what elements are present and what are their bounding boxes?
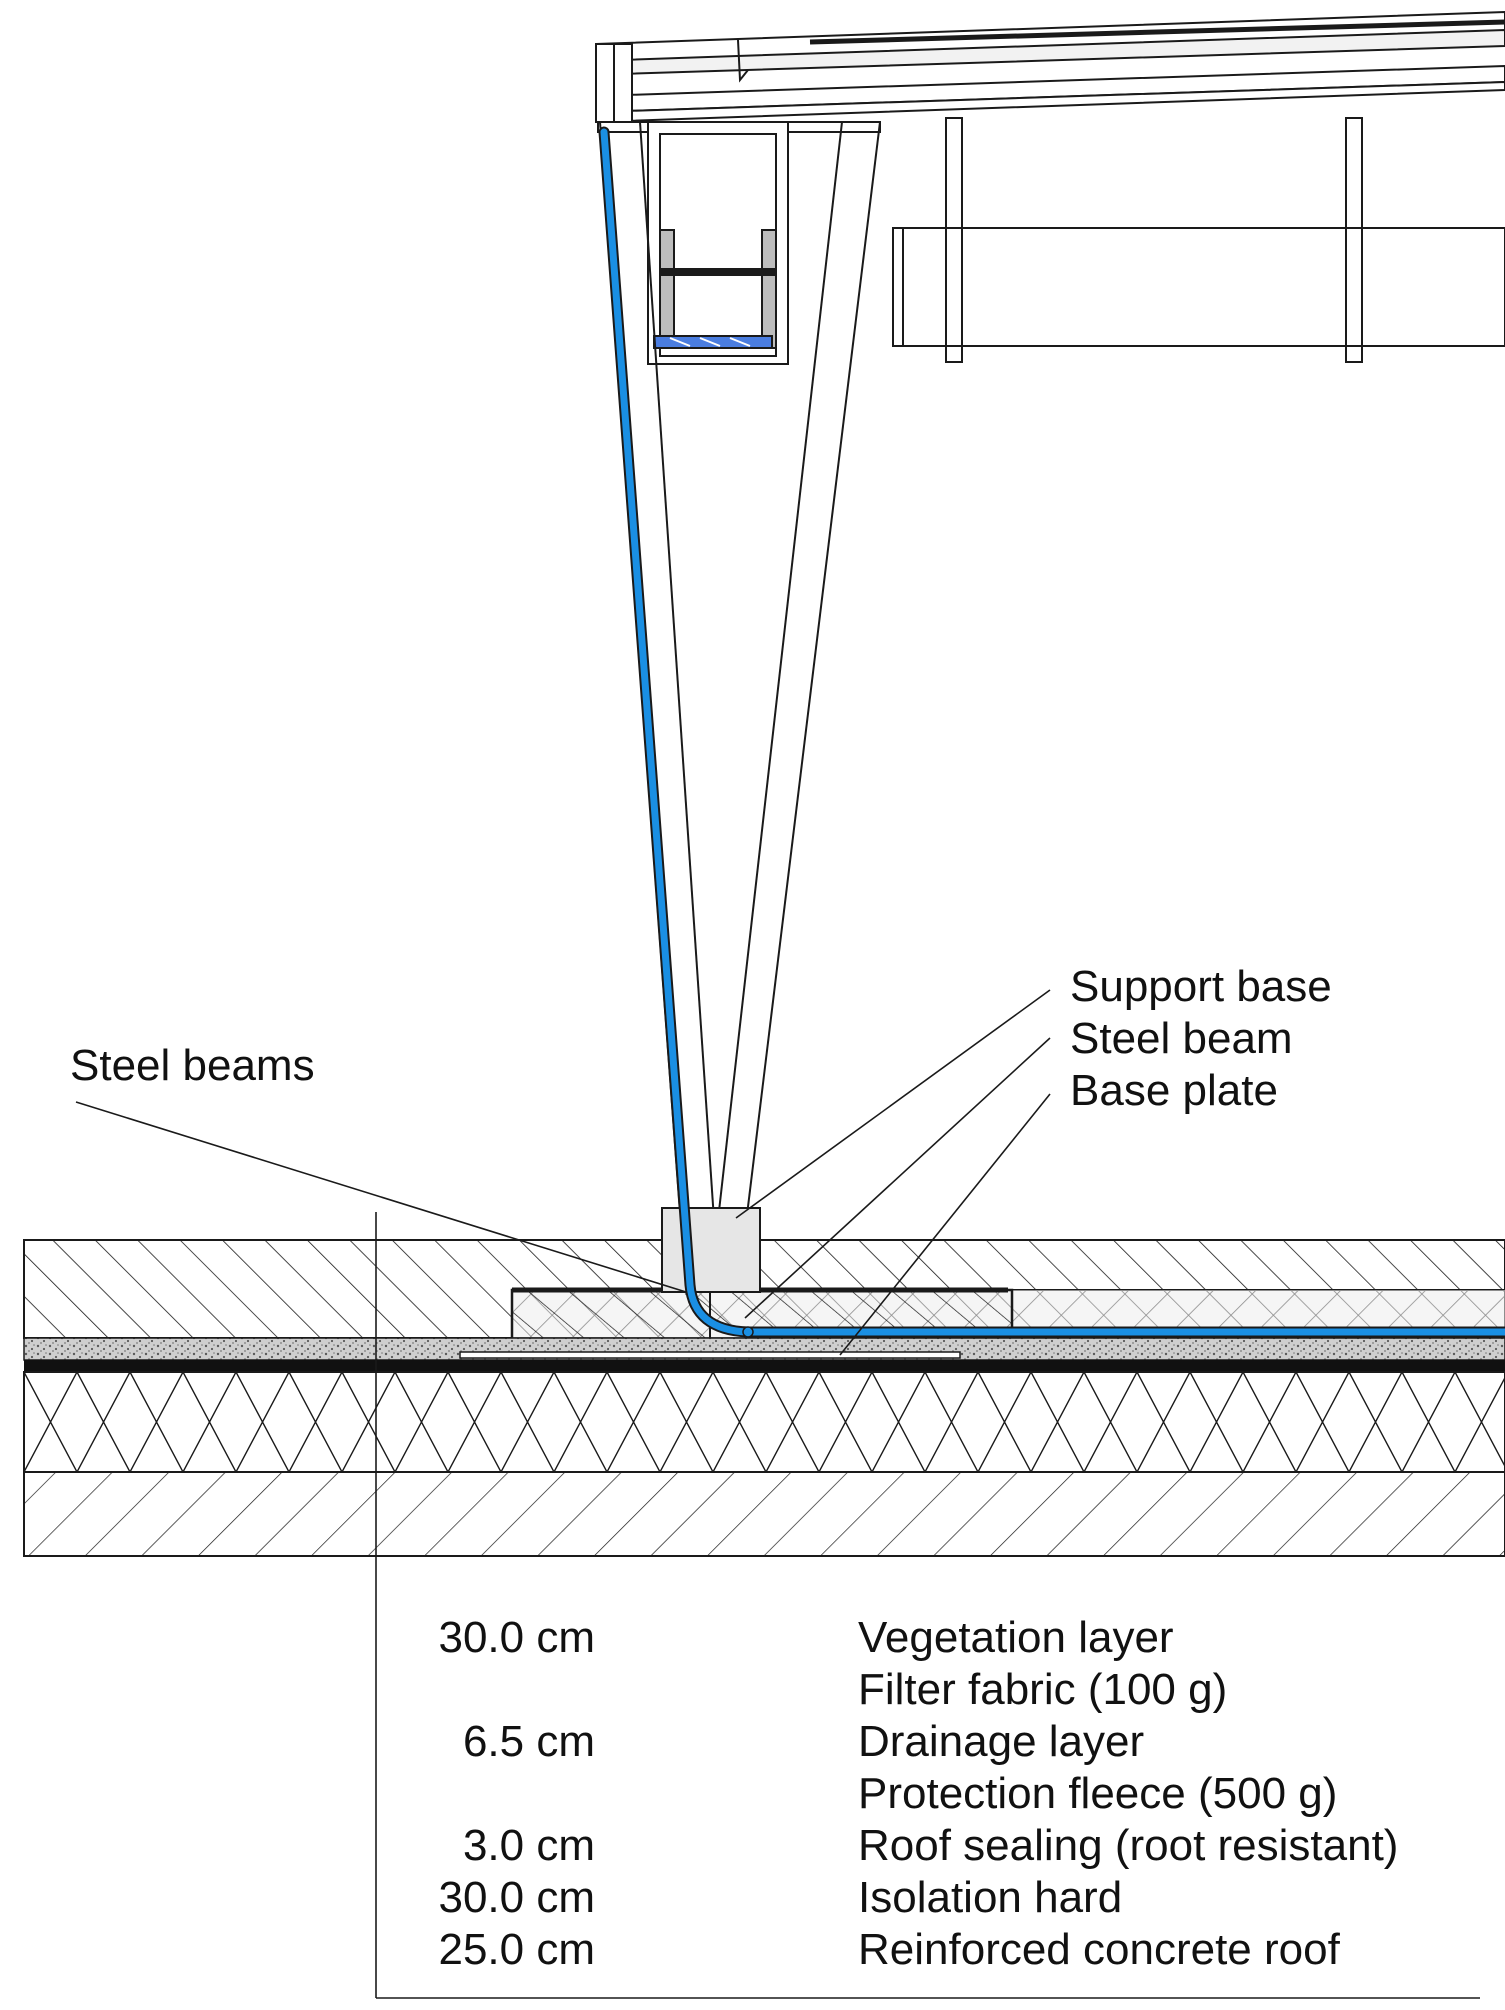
layer-thickness: 30.0 cm xyxy=(438,1613,595,1662)
layer-name: Reinforced concrete roof xyxy=(858,1925,1341,1974)
callout-support-base: Support base xyxy=(1070,962,1332,1011)
support-base xyxy=(661,1207,761,1293)
callout-steel-beams: Steel beams xyxy=(70,1041,315,1090)
layer-name: Isolation hard xyxy=(858,1873,1122,1922)
leader-lines xyxy=(75,989,1480,1999)
callout-base-plate: Base plate xyxy=(1070,1066,1278,1115)
layer-name: Vegetation layer xyxy=(858,1613,1174,1662)
layer-thickness: 6.5 cm xyxy=(463,1717,595,1766)
layer-table: 30.0 cm Vegetation layer Filter fabric (… xyxy=(438,1613,1398,1974)
layer-name: Filter fabric (100 g) xyxy=(858,1665,1227,1714)
layer-name: Protection fleece (500 g) xyxy=(858,1769,1337,1818)
layer-name: Roof sealing (root resistant) xyxy=(858,1821,1398,1870)
callout-steel-beam: Steel beam xyxy=(1070,1014,1293,1063)
roof-buildup xyxy=(23,1239,1505,1557)
layer-thickness: 30.0 cm xyxy=(438,1873,595,1922)
layer-thickness: 3.0 cm xyxy=(463,1821,595,1870)
canopy-structure xyxy=(595,10,1505,365)
layer-thickness: 25.0 cm xyxy=(438,1925,595,1974)
layer-name: Drainage layer xyxy=(858,1717,1144,1766)
